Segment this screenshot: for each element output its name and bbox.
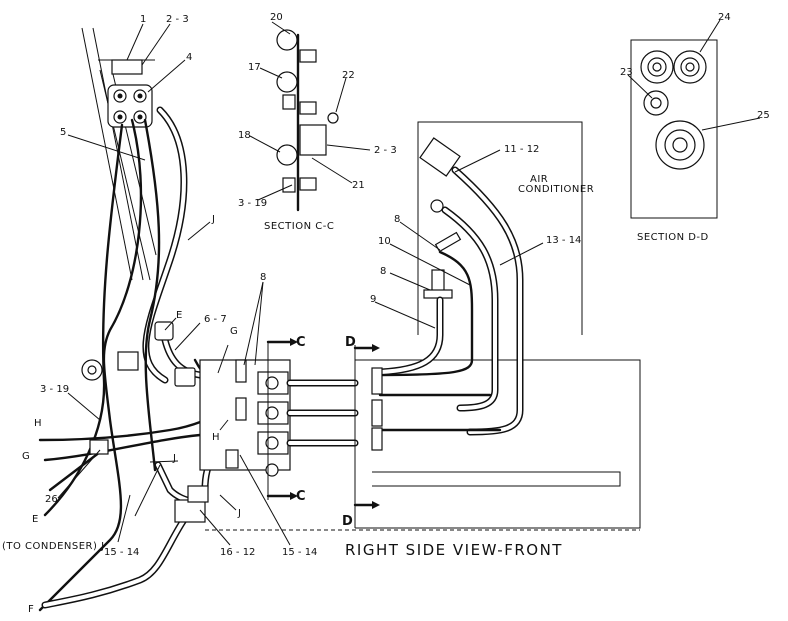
hose-letter-j-right: J — [211, 214, 215, 225]
callout-8-lower: 8 — [380, 266, 386, 277]
callout-2-3: 2 - 3 — [166, 14, 189, 25]
callout-3-19-left: 3 - 19 — [40, 384, 69, 395]
callout-20: 20 — [270, 12, 283, 23]
callout-15-14-left: 15 - 14 — [104, 547, 139, 558]
hose-letter-e-left: E — [32, 514, 38, 525]
valve-manifold — [89, 321, 383, 523]
callout-25: 25 — [757, 110, 770, 121]
callout-24: 24 — [718, 12, 731, 23]
hose-letter-g-left: G — [22, 451, 30, 462]
callout-26: 26 — [45, 494, 58, 505]
hose-lines — [38, 106, 524, 612]
hose-letter-h-left: H — [34, 418, 42, 429]
callout-16-12: 16 - 12 — [220, 547, 255, 558]
callout-1: 1 — [140, 14, 146, 25]
callout-11-12: 11 - 12 — [504, 144, 539, 155]
callout-8-manifold: 8 — [260, 272, 266, 283]
callout-3-19-section: 3 - 19 — [238, 198, 267, 209]
hose-letter-e-top: E — [176, 310, 182, 321]
mounting-panel — [81, 27, 157, 381]
callout-15-14-right: 15 - 14 — [282, 547, 317, 558]
section-c-c-caption: SECTION C-C — [264, 221, 334, 232]
hose-letter-j-bottom: J — [237, 508, 241, 519]
callout-13-14: 13 - 14 — [546, 235, 581, 246]
hose-letter-h-mid: H — [212, 432, 220, 443]
hose-letter-f-left: F — [28, 604, 34, 615]
hose-letter-g-top: G — [230, 326, 238, 337]
callout-10: 10 — [378, 236, 391, 247]
section-cut-lines — [205, 338, 640, 531]
callout-21: 21 — [352, 180, 365, 191]
section-letter-d-bottom: D — [342, 514, 353, 529]
callout-8-upper: 8 — [394, 214, 400, 225]
section-d-d-caption: SECTION D-D — [637, 232, 709, 243]
callout-labels: 1 2 - 3 4 5 6 - 7 8 8 8 9 10 11 - 12 13 … — [40, 12, 770, 558]
callout-2-3-section: 2 - 3 — [374, 145, 397, 156]
callout-18: 18 — [238, 130, 251, 141]
callout-4: 4 — [186, 52, 192, 63]
section-letter-c-top: C — [296, 335, 306, 350]
section-c-c-view — [276, 29, 339, 212]
captions: SECTION C-C SECTION D-D AIR CONDITIONER … — [2, 174, 709, 559]
section-letter-d-top: D — [345, 335, 356, 350]
section-d-d-view — [630, 39, 718, 219]
callout-23: 23 — [620, 67, 633, 78]
hose-letter-j-mid: J — [172, 453, 176, 464]
callout-22: 22 — [342, 70, 355, 81]
section-letter-c-bottom: C — [296, 489, 306, 504]
callout-5: 5 — [60, 127, 66, 138]
to-condenser-caption: (TO CONDENSER) J — [2, 541, 105, 552]
leader-lines — [57, 19, 761, 546]
air-conditioner-caption-line1: AIR — [530, 174, 548, 185]
hose-letter-labels: E G H J J J H G E F C C D D — [22, 214, 356, 615]
callout-9: 9 — [370, 294, 376, 305]
view-title: RIGHT SIDE VIEW-FRONT — [345, 541, 563, 559]
callout-17: 17 — [248, 62, 261, 73]
callout-6-7: 6 - 7 — [204, 314, 227, 325]
air-conditioner-caption-line2: CONDITIONER — [518, 184, 594, 195]
